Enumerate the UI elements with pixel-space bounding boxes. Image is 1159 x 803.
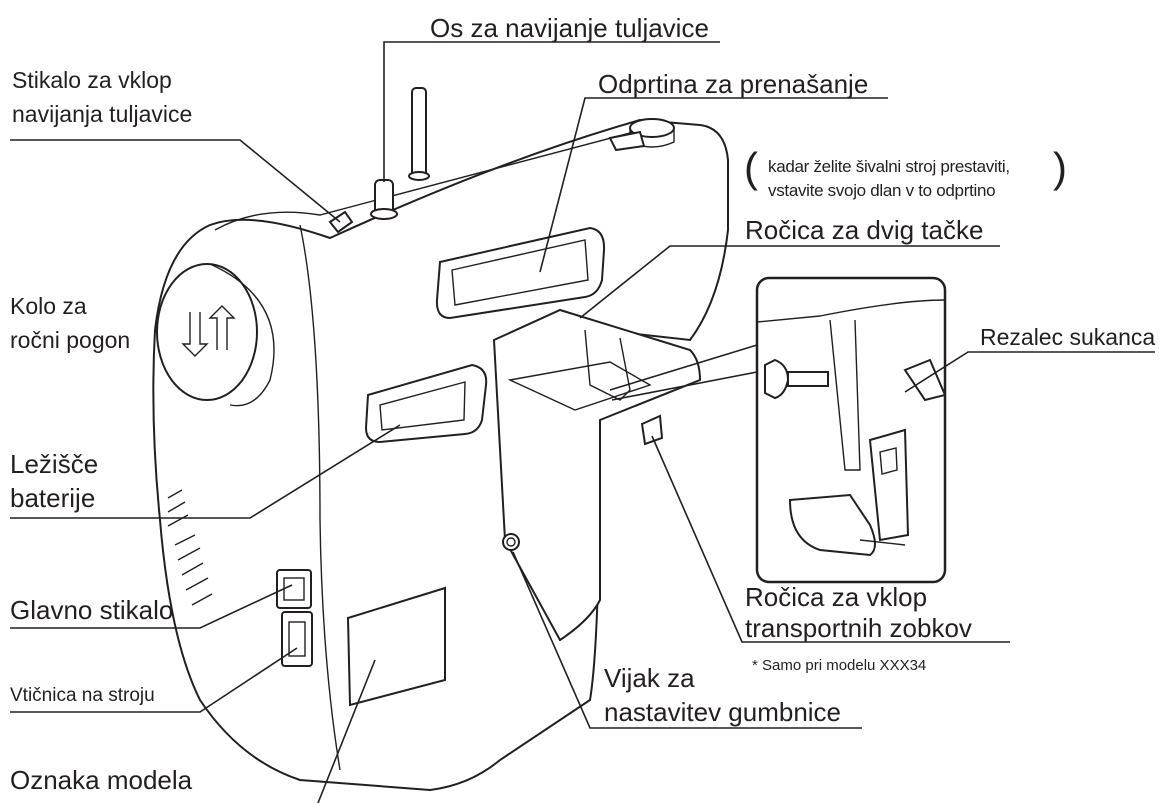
label-thread-cutter: Rezalec sukanca: [980, 324, 1156, 350]
machine-socket: [281, 611, 313, 667]
model-plate: [346, 586, 446, 707]
winder-switch: [328, 210, 354, 234]
label-battery-1: Ležišče: [10, 449, 99, 479]
carrying-opening: [435, 226, 606, 320]
label-main-switch: Glavno stikalo: [10, 595, 174, 625]
leader-screw: [512, 551, 862, 729]
leader-model: [317, 659, 376, 803]
handwheel-arrow-down: [181, 312, 209, 357]
label-feed-dog-2: transportnih zobkov: [745, 613, 972, 643]
label-bobbin-winder-shaft: Os za navijanje tuljavice: [430, 13, 709, 43]
top-edge: [214, 124, 661, 231]
label-handwheel-2: ročni pogon: [10, 327, 131, 353]
handwheel-rim: [209, 263, 275, 407]
side-edge: [299, 224, 341, 771]
inset-presser-foot: [788, 493, 876, 557]
label-model-note: * Samo pri modelu XXX34: [752, 657, 927, 674]
label-handwheel-1: Kolo za: [10, 293, 87, 319]
leader-cutter: [904, 351, 1155, 393]
label-feed-dog-1: Ročica za vklop: [745, 582, 928, 612]
label-machine-socket: Vtičnica na stroju: [10, 685, 155, 706]
spool-pin: [411, 87, 427, 179]
label-presser-lever: Ročica za dvig tačke: [745, 215, 984, 245]
leader-feeddog: [651, 435, 1010, 643]
label-buttonhole-screw-1: Vijak za: [604, 663, 695, 693]
handwheel-arrow-up: [208, 305, 236, 350]
leader-socket: [10, 647, 298, 713]
label-battery-2: baterije: [10, 483, 96, 513]
presser-foot: [584, 329, 631, 401]
label-model: Oznaka modela: [10, 765, 193, 795]
label-bobbin-winder-switch-1: Stikalo za vklop: [12, 67, 172, 93]
zoom-line-2: [611, 371, 758, 401]
label-carrying-opening: Odprtina za prenašanje: [598, 69, 869, 99]
vents: [167, 489, 213, 606]
label-carry-note-2: vstavite svojo dlan v to odprtino: [768, 181, 996, 200]
leader-battery: [10, 424, 401, 519]
label-bobbin-winder-switch-2: navijanja tuljavice: [12, 101, 193, 127]
leader-carry: [539, 97, 888, 273]
zoom-line-1: [609, 344, 758, 391]
leader-presser: [579, 245, 1000, 319]
feed-dog-lever: [640, 414, 664, 446]
buttonhole-screw: [502, 533, 520, 551]
leader-switch: [10, 139, 341, 223]
leader-shaft: [383, 41, 720, 182]
main-switch: [276, 569, 312, 609]
leader-mainswitch: [10, 584, 293, 629]
label-buttonhole-screw-2: nastavitev gumbnice: [604, 697, 842, 727]
label-carry-note-1: kadar želite šivalni stroj prestaviti,: [768, 157, 1010, 176]
paren-open: (: [744, 144, 758, 191]
paren-close: ): [1053, 144, 1067, 191]
handwheel: [156, 263, 258, 401]
